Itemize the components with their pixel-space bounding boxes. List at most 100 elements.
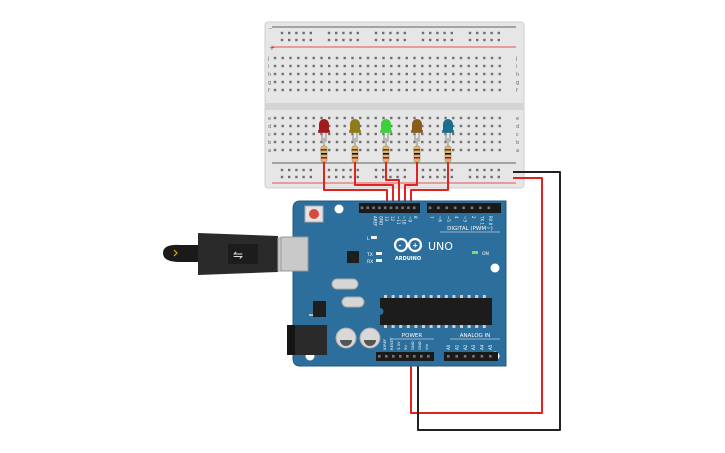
breadboard-hole	[459, 72, 463, 76]
wire-orange-led[interactable]	[404, 162, 418, 208]
breadboard-hole	[467, 132, 470, 136]
breadboard-hole	[343, 72, 346, 76]
rail-hole	[403, 31, 406, 35]
digital-pin-hole	[401, 206, 404, 210]
breadboard-hole	[366, 116, 370, 120]
rail-hole	[468, 38, 472, 42]
digital-pin-label: AREF	[373, 216, 378, 227]
yellow-led	[349, 119, 361, 166]
led-bulb	[350, 119, 360, 132]
breadboard-hole	[436, 124, 439, 128]
wire-red-led[interactable]	[323, 162, 388, 208]
usb-interface-chip	[347, 251, 359, 263]
breadboard-hole	[343, 140, 346, 144]
digital-pin-label: GND	[378, 216, 383, 225]
led-bulb	[319, 119, 329, 132]
rail-hole	[468, 31, 472, 35]
wire-blue-led[interactable]	[410, 162, 449, 208]
rail-hole	[327, 38, 331, 42]
breadboard-hole	[366, 140, 370, 144]
breadboard-hole	[475, 56, 478, 60]
breadboard-hole	[351, 56, 354, 60]
breadboard-hole	[335, 148, 339, 152]
wire-group	[323, 162, 561, 431]
breadboard-hole	[436, 88, 439, 92]
rail-hole	[349, 38, 352, 42]
rail-hole	[382, 31, 385, 35]
green-led	[380, 119, 392, 166]
led-group	[318, 119, 454, 166]
breadboard-hole	[359, 140, 362, 144]
reset-button[interactable]	[309, 209, 319, 219]
chip-pin	[437, 295, 441, 298]
rail-hole	[421, 175, 425, 179]
wire-green-led[interactable]	[385, 162, 400, 208]
breadboard-hole	[436, 140, 439, 144]
wire-gnd-to-rail[interactable]	[417, 171, 561, 431]
breadboard-hole	[328, 116, 331, 120]
breadboard-hole	[405, 116, 408, 120]
breadboard-hole	[289, 56, 292, 60]
breadboard-hole	[421, 148, 424, 152]
chip-pin	[406, 295, 410, 298]
resistor-band	[445, 157, 451, 159]
red-led	[318, 119, 330, 166]
rail-hole	[374, 31, 378, 35]
breadboard-hole	[452, 56, 455, 60]
breadboard-hole	[312, 64, 315, 68]
breadboard-hole	[421, 64, 424, 68]
row-letter: j	[515, 56, 517, 62]
analog-pin-label: A2	[463, 344, 468, 350]
digital-pin-hole	[479, 206, 482, 210]
breadboard-hole	[359, 64, 362, 68]
led-rim	[349, 130, 361, 133]
rail-hole	[468, 175, 472, 179]
breadboard-hole	[343, 132, 346, 136]
breadboard-hole	[343, 80, 346, 84]
breadboard-hole	[374, 132, 377, 136]
row-letter: g	[516, 80, 519, 86]
rail-hole	[497, 31, 500, 35]
breadboard-hole	[467, 116, 470, 120]
rail-hole	[490, 31, 493, 35]
breadboard-hole	[304, 116, 308, 120]
row-letter: i	[516, 64, 517, 70]
wire-5v-to-rail[interactable]	[410, 177, 543, 414]
digital-pin-label: ~10	[402, 216, 407, 225]
breadboard-hole	[467, 72, 470, 76]
chip-pin	[414, 325, 418, 328]
breadboard-hole	[281, 124, 284, 128]
chip-pin	[391, 325, 395, 328]
rail-hole	[374, 168, 378, 172]
digital-pin-label: TX 1	[479, 215, 484, 225]
breadboard-hole	[382, 116, 385, 120]
breadboard-hole	[459, 132, 463, 136]
atmega-microcontroller	[380, 298, 492, 325]
wire-yellow-led[interactable]	[354, 162, 394, 208]
breadboard-hole	[366, 80, 370, 84]
breadboard-hole	[467, 56, 470, 60]
chip-pin	[422, 295, 425, 298]
rail-hole	[295, 38, 298, 42]
breadboard-hole	[490, 124, 494, 128]
row-letter: d	[516, 124, 519, 130]
rail-hole	[342, 38, 345, 42]
breadboard-hole	[475, 64, 478, 68]
breadboard-hole	[498, 80, 501, 84]
breadboard-hole	[498, 88, 501, 92]
breadboard-hole	[304, 80, 308, 84]
breadboard-hole	[281, 56, 284, 60]
power-jack-front	[287, 325, 295, 355]
breadboard-hole	[444, 56, 447, 60]
mount-hole-top-left	[334, 204, 344, 214]
rail-hole	[327, 168, 331, 172]
breadboard-hole	[343, 148, 346, 152]
breadboard-hole	[483, 140, 486, 144]
breadboard-hole	[351, 72, 354, 76]
breadboard-hole	[397, 116, 401, 120]
rail-hole	[349, 168, 352, 172]
breadboard-hole	[281, 116, 284, 120]
breadboard-hole	[436, 148, 439, 152]
